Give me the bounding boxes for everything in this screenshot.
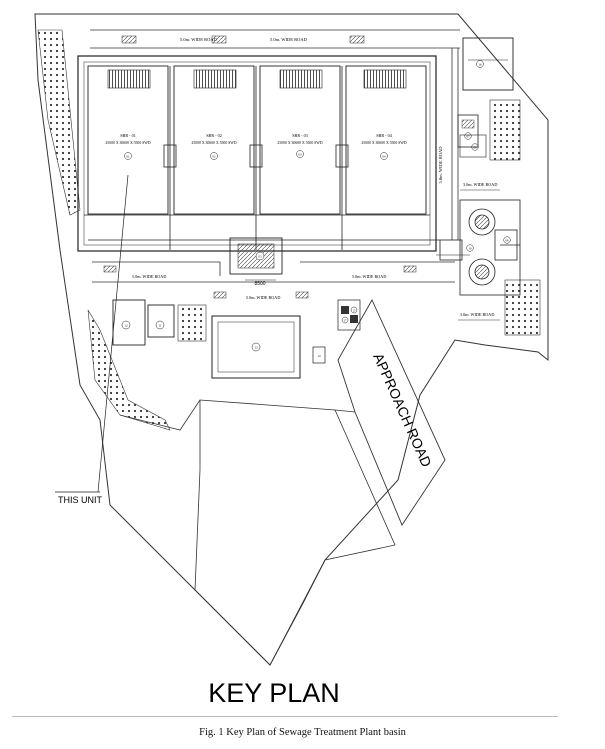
basin-2-name: SBR - 02 <box>206 133 222 138</box>
basin-1-dims: 25000 X 30600 X 5500 SWD <box>105 141 151 145</box>
road-label-right-vertical: 5.0m. WIDE ROAD <box>438 146 443 184</box>
figure-caption: Fig. 1 Key Plan of Sewage Treatment Plan… <box>199 727 406 738</box>
landscape-mid <box>177 304 207 342</box>
sbr-basin-2: SBR - 02 25000 X 30600 X 5500 SWD 02 <box>173 65 255 215</box>
basin-1-name: SBR - 01 <box>120 133 136 138</box>
basin-3-dims: 25000 X 30600 X 5500 SWD <box>277 141 323 145</box>
road-label-mid-right: 5.0m. WIDE ROAD <box>352 274 386 279</box>
top-parking-blocks <box>121 35 365 44</box>
lower-parcels <box>119 399 396 666</box>
unit-10: 10 <box>469 247 473 251</box>
basin-1-num: 01 <box>127 155 131 159</box>
unit-16: 16 <box>479 63 483 67</box>
landscape-left <box>37 29 81 216</box>
unit-14: 14 <box>318 354 322 358</box>
road-label-right-low: 3.0m. WIDE ROAD <box>460 312 494 317</box>
unit-15-17-cluster: 17 15 <box>337 299 361 331</box>
road-label-top-left: 5.0m. WIDE ROAD <box>180 37 218 42</box>
basin-3-num: 03 <box>299 153 303 157</box>
unit-15: 15 <box>353 309 356 312</box>
basin-4-name: SBR - 04 <box>376 133 392 138</box>
basin-2-dims: 25000 X 30600 X 5500 SWD <box>191 141 237 145</box>
mid-parking-blocks <box>103 265 417 299</box>
middle-road <box>92 261 455 283</box>
unit-11-box <box>147 304 175 338</box>
sbr-basin-1: SBR - 01 25000 X 30600 X 5500 SWD 01 <box>87 65 169 215</box>
caption-rule <box>12 716 558 717</box>
unit-12: 12 <box>124 324 128 328</box>
site-boundary <box>34 13 549 666</box>
sbr-basin-4: SBR - 04 25000 X 30600 X 5500 SWD 04 <box>345 65 427 215</box>
basin-3-name: SBR - 03 <box>292 133 308 138</box>
inter-basin-channels <box>88 66 440 250</box>
landscape-right-bottom <box>504 279 541 336</box>
unit-11: 11 <box>158 324 161 328</box>
unit-16-tank <box>462 37 514 91</box>
unit-07-room <box>457 114 479 148</box>
road-label-mid-left: 5.0m. WIDE ROAD <box>132 274 166 279</box>
road-label-right-mid: 3.0m. WIDE ROAD <box>463 182 497 187</box>
unit-08: 08 <box>474 146 478 150</box>
road-label-mid-center: 5.0m. WIDE ROAD <box>246 295 280 300</box>
central-unit <box>229 237 283 275</box>
basin-4-dims: 25000 X 30600 X 5500 SWD <box>361 141 407 145</box>
approach-road-label: APPROACH ROAD <box>370 351 435 470</box>
unit-07: 07 <box>467 135 471 139</box>
basin-4-num: 04 <box>383 155 387 159</box>
basin-2-num: 02 <box>213 155 217 159</box>
clarifier-cluster <box>439 199 521 296</box>
this-unit-leader <box>97 174 129 493</box>
unit-12-box <box>112 299 146 346</box>
sbr-basin-3: SBR - 03 25000 X 30600 X 5500 SWD 03 <box>259 65 341 215</box>
unit-13: 13 <box>254 346 258 350</box>
unit-17: 17 <box>344 319 347 322</box>
unit-13-tank <box>211 315 301 379</box>
approach-road <box>337 299 446 526</box>
key-plan-title: KEY PLAN <box>208 678 340 708</box>
landscape-right-top <box>489 99 521 161</box>
unit-14-box <box>312 346 326 364</box>
unit-08-room <box>459 134 487 158</box>
unit-05: 05 <box>259 255 263 259</box>
dimension-8500: 8500 <box>254 281 265 287</box>
unit-09: 09 <box>506 239 510 243</box>
landscape-bottom-left <box>87 309 171 431</box>
road-label-top-right: 5.0m. WIDE ROAD <box>270 37 308 42</box>
this-unit-label: THIS UNIT <box>58 495 103 505</box>
